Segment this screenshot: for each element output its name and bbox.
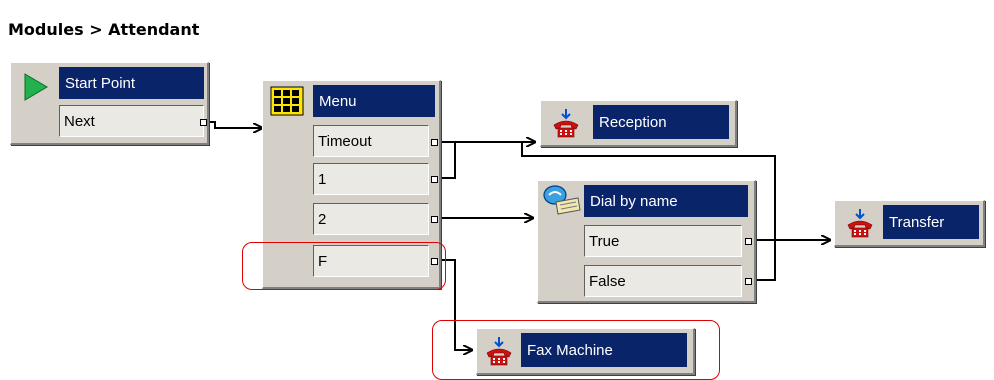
keypad-icon: [267, 83, 307, 119]
menu-2-connector[interactable]: [431, 216, 438, 223]
menu-title: Menu: [313, 85, 435, 117]
reception-title: Reception: [593, 105, 729, 139]
wire-start-to-menu: [205, 121, 262, 128]
menu-f-connector[interactable]: [431, 258, 438, 265]
menu-1-connector[interactable]: [431, 176, 438, 183]
phone-icon: [545, 105, 587, 141]
menu-port-2[interactable]: 2: [313, 203, 429, 235]
play-icon: [15, 69, 55, 105]
transfer-node[interactable]: Transfer: [834, 200, 985, 247]
dial-by-name-title: Dial by name: [584, 185, 748, 217]
phone-icon: [839, 205, 881, 241]
start-port-next[interactable]: Next: [59, 105, 204, 137]
dial-true-connector[interactable]: [745, 238, 752, 245]
fax-machine-node[interactable]: Fax Machine: [476, 328, 695, 375]
phone-icon: [479, 333, 519, 369]
transfer-title: Transfer: [883, 205, 979, 239]
menu-timeout-connector[interactable]: [431, 139, 438, 146]
wire-1-to-transfer: [521, 142, 776, 281]
start-next-connector[interactable]: [200, 119, 207, 126]
fax-machine-title: Fax Machine: [521, 333, 687, 367]
menu-node[interactable]: Menu Timeout 1 2 F: [262, 80, 441, 289]
dial-by-name-node[interactable]: Dial by name True False: [537, 180, 756, 303]
dial-false-connector[interactable]: [745, 278, 752, 285]
directory-icon: [540, 183, 584, 219]
reception-node[interactable]: Reception: [540, 100, 737, 147]
start-point-node[interactable]: Start Point Next: [10, 62, 209, 145]
menu-port-timeout[interactable]: Timeout: [313, 125, 429, 157]
menu-port-f[interactable]: F: [313, 245, 429, 277]
start-point-title: Start Point: [59, 67, 204, 99]
wire-timeout-to-reception: [435, 141, 456, 179]
breadcrumb: Modules > Attendant: [8, 20, 200, 39]
menu-port-1[interactable]: 1: [313, 163, 429, 195]
dial-port-true[interactable]: True: [584, 225, 742, 257]
dial-port-false[interactable]: False: [584, 265, 742, 297]
